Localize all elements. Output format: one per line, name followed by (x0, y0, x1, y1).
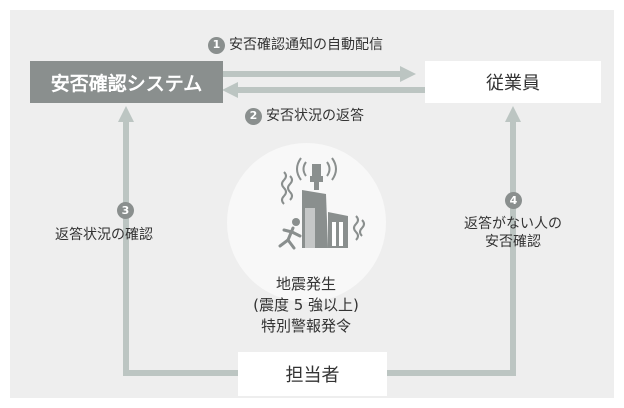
step-3-number: 3 (117, 202, 134, 219)
buildings-icon (302, 190, 348, 248)
step-2-text: 安否状況の返答 (266, 108, 364, 124)
node-staff-label: 担当者 (285, 365, 340, 386)
step-1-text: 安否確認通知の自動配信 (229, 37, 383, 53)
event-text: 地震発生 (震度 5 強以上) 特別警報発令 (206, 274, 406, 337)
step-1-number: 1 (208, 36, 225, 54)
event-line3: 特別警報発令 (260, 317, 351, 335)
step-2-number: 2 (245, 107, 262, 125)
step-4-line1: 返答がない人の (464, 216, 562, 232)
step-4-line2: 安否確認 (485, 234, 541, 250)
step-4-number: 4 (505, 192, 522, 209)
node-system-label: 安否確認システム (50, 72, 203, 95)
node-employee-label: 従業員 (486, 73, 540, 94)
event-line1: 地震発生 (275, 275, 336, 293)
step-3-text: 返答状況の確認 (55, 227, 153, 243)
arrow-reply (222, 82, 425, 98)
step-4-text: 返答がない人の 安否確認 (450, 215, 576, 251)
disaster-illustration (278, 157, 365, 250)
node-employee: 従業員 (425, 61, 601, 103)
arrow-notify (223, 66, 416, 82)
node-staff: 担当者 (238, 352, 387, 396)
broadcast-tower-icon (296, 157, 337, 190)
shaking-lines-icon (281, 171, 365, 241)
running-person-icon (278, 218, 302, 250)
event-line2: (震度 5 強以上) (253, 296, 359, 314)
node-system: 安否確認システム (30, 61, 223, 103)
